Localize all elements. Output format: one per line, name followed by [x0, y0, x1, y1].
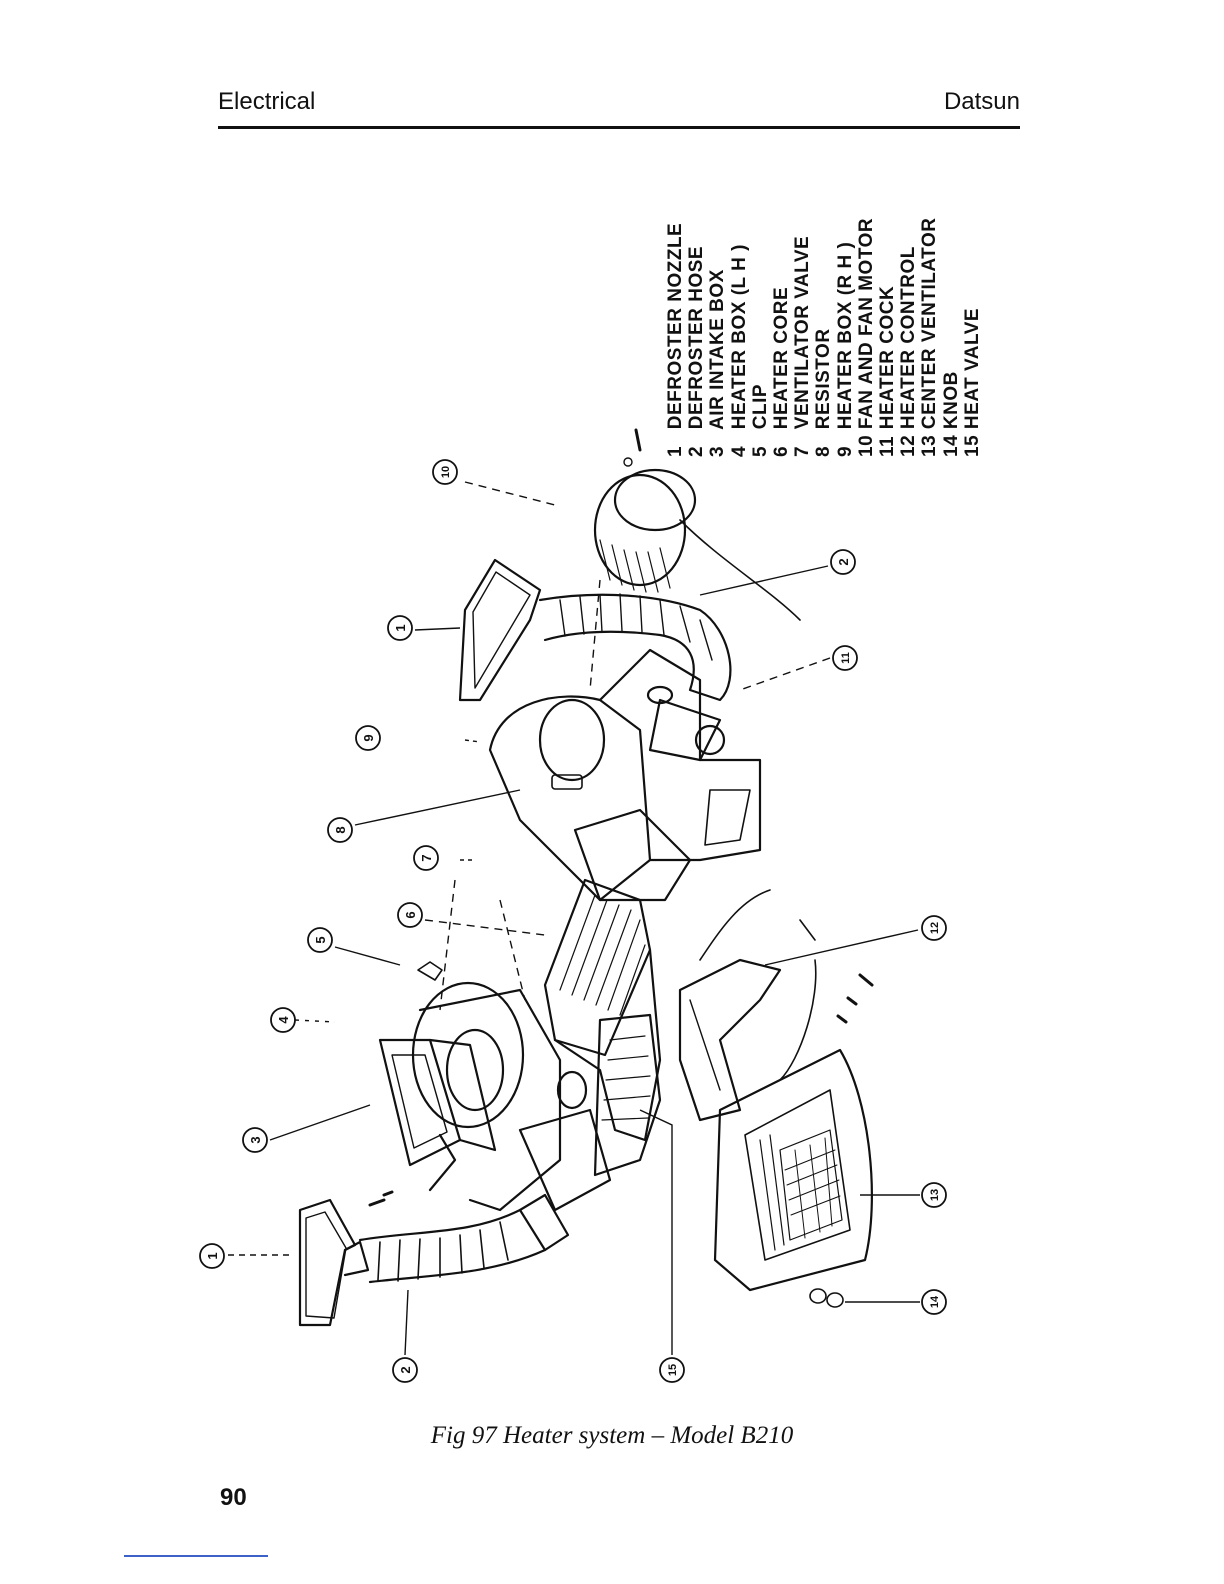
callout-label: 14 [929, 1295, 941, 1308]
legend-item: 13 CENTER VENTILATOR [919, 217, 941, 457]
callout-3 [242, 1127, 268, 1153]
parts-legend-list: 1 DEFROSTER NOZZLE 2 DEFROSTER HOSE 3 AI… [665, 218, 983, 457]
legend-item: 10 FAN AND FAN MOTOR [855, 217, 877, 457]
callout-label: 2 [836, 558, 851, 565]
heater-core [543, 878, 662, 1142]
defroster-nozzle-left [298, 1198, 370, 1327]
callout-1-left [199, 1243, 225, 1269]
legend-item: 5 CLIP [749, 383, 771, 457]
defroster-hose-left [358, 1193, 570, 1284]
callout-label: 9 [361, 734, 376, 741]
callout-9 [355, 725, 381, 751]
page-number: 90 [220, 1484, 247, 1511]
legend-item: 3 AIR INTAKE BOX [707, 269, 729, 457]
running-header-brand: Datsun [943, 88, 1020, 115]
callout-13 [921, 1182, 947, 1208]
callout-label: 10 [440, 466, 452, 478]
callout-label: 7 [419, 854, 434, 861]
callout-label: 15 [667, 1364, 679, 1376]
callout-label: 13 [929, 1189, 941, 1201]
callout-label: 6 [403, 911, 418, 918]
defroster-hose-right [538, 593, 732, 702]
callout-label: 11 [840, 652, 852, 664]
heater-cock [646, 685, 726, 762]
parts-legend: 1 DEFROSTER NOZZLE 2 DEFROSTER HOSE 3 AI… [640, 185, 1000, 475]
legend-item: 14 KNOB [940, 371, 962, 457]
callout-label: 3 [248, 1136, 263, 1143]
callout-15 [659, 1357, 685, 1383]
heater-box-left [411, 981, 612, 1212]
center-ventilator [713, 1048, 873, 1292]
defroster-nozzle-right [458, 558, 542, 702]
callout-label: 12 [929, 922, 941, 934]
callout-11 [832, 645, 858, 671]
legend-item: 15 HEAT VALVE [961, 307, 983, 457]
legend-item: 1 DEFROSTER NOZZLE [665, 222, 686, 457]
fan-and-fan-motor [593, 428, 801, 621]
heat-valve [556, 1013, 662, 1177]
legend-item: 12 HEATER CONTROL [898, 246, 920, 457]
callout-14 [921, 1289, 947, 1315]
heater-box-right [488, 648, 762, 902]
knob [826, 1292, 844, 1308]
resistor [551, 774, 583, 790]
legend-item: 8 RESISTOR [813, 328, 835, 457]
callout-label: 4 [276, 1016, 291, 1024]
footer-rule [124, 1555, 268, 1557]
legend-item: 2 DEFROSTER HOSE [686, 245, 708, 457]
callout-8 [327, 817, 353, 843]
callout-1-right [387, 615, 413, 641]
callout-12 [921, 915, 947, 941]
callout-4 [270, 1007, 296, 1033]
legend-item: 11 HEATER COCK [877, 285, 899, 457]
legend-item: 4 HEATER BOX (L H ) [728, 244, 750, 457]
header-rule [218, 126, 1020, 129]
callout-label: 1 [205, 1252, 220, 1259]
callout-label: 1 [393, 624, 408, 631]
knob [809, 1288, 827, 1304]
callout-label: 2 [398, 1366, 413, 1373]
callout-6 [397, 902, 423, 928]
callout-2-right [830, 549, 856, 575]
running-header-section: Electrical [218, 88, 316, 115]
clip [417, 961, 443, 981]
callout-10 [432, 459, 458, 485]
callout-7 [413, 845, 439, 871]
screw [368, 1190, 394, 1207]
screw [836, 973, 874, 1024]
callout-label: 5 [313, 936, 328, 943]
heater-control [678, 889, 817, 1122]
callout-2-left [392, 1357, 418, 1383]
legend-item: 6 HEATER CORE [771, 286, 793, 457]
callouts [199, 459, 947, 1383]
legend-item: 7 VENTILATOR VALVE [792, 235, 814, 457]
figure-caption: Fig 97 Heater system – Model B210 [430, 1422, 794, 1449]
callout-5 [307, 927, 333, 953]
callout-label: 8 [333, 826, 348, 833]
legend-item: 9 HEATER BOX (R H ) [834, 241, 856, 457]
